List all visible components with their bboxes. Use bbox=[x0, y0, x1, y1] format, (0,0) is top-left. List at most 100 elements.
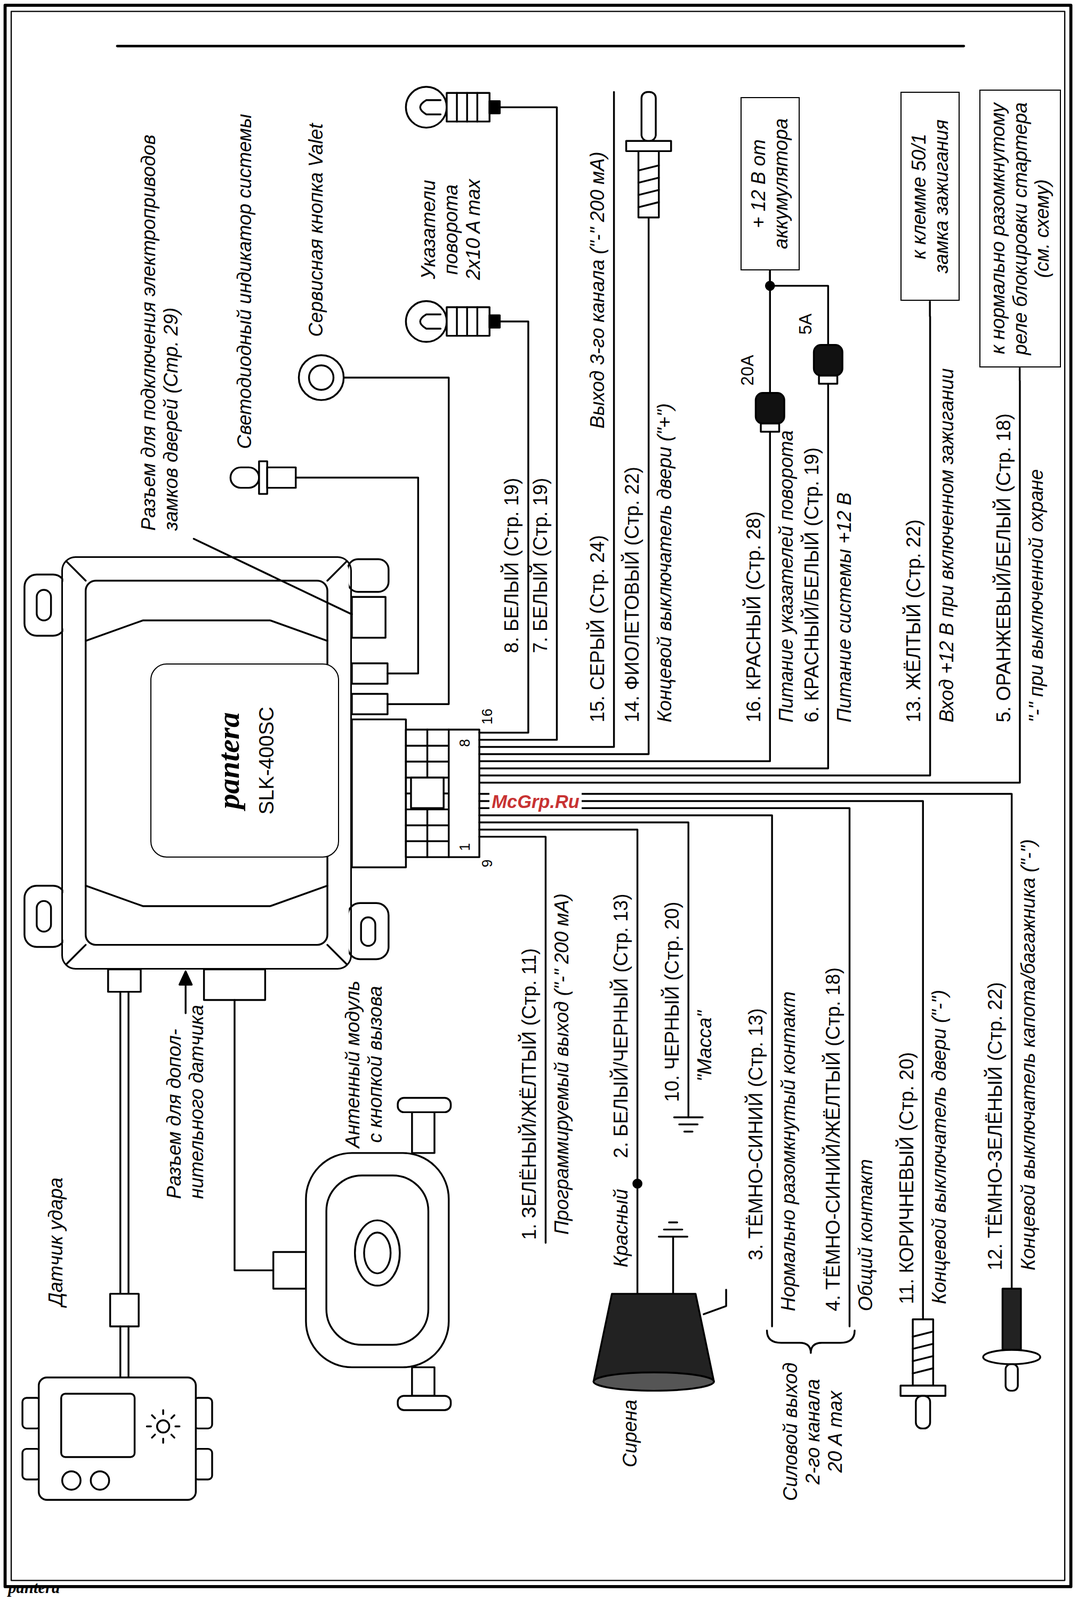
wire-label: 11. КОРИЧНЕВЫЙ (Стр. 20) bbox=[895, 1051, 919, 1304]
text-line: + 12 В от bbox=[747, 107, 770, 261]
text-line: аккумулятора bbox=[769, 107, 793, 261]
wire-label: 3. ТЁМНО-СИНИЙ (Стр. 13) bbox=[744, 1007, 768, 1260]
text-line: 20 А max bbox=[824, 1362, 847, 1501]
text-line: Разъем для допол- bbox=[163, 1004, 186, 1199]
alarm-unit: pantera SLK-400SC bbox=[61, 556, 352, 970]
text-line: (см. схему) bbox=[1031, 100, 1054, 358]
text-line: реле блокировки стартера bbox=[1009, 100, 1032, 358]
wire-function: Программируемый выход ("-" 200 мА) bbox=[550, 893, 574, 1235]
note-label: Разъем для подключения электроприводов з… bbox=[137, 134, 183, 531]
wire-label: 6. КРАСНЫЙ/БЕЛЫЙ (Стр. 19) bbox=[800, 447, 824, 723]
wire-path bbox=[351, 367, 1020, 783]
pin-number: 16 bbox=[479, 708, 496, 725]
box-text: к клемме 50/1 замка зажигания bbox=[907, 101, 953, 291]
ground-symbol bbox=[658, 1221, 688, 1237]
shock-sensor bbox=[22, 991, 213, 1500]
junction-dot bbox=[766, 281, 775, 290]
wire-function: "-" при выключенной охране bbox=[1025, 468, 1048, 722]
wire-connector bbox=[351, 270, 770, 761]
wire bbox=[672, 1236, 674, 1294]
brand-logo: pantera bbox=[211, 711, 246, 809]
wire-label: 12. ТЁМНО-ЗЕЛЁНЫЙ (Стр. 22) bbox=[984, 981, 1007, 1270]
main-connector bbox=[351, 719, 480, 867]
text-line: Разъем для подключения электроприводов bbox=[137, 134, 160, 531]
wire-function: Питание системы +12 В bbox=[833, 492, 856, 722]
valet-button bbox=[298, 355, 449, 704]
note-label: Силовой выход 2-го канала 20 А max bbox=[779, 1362, 847, 1501]
button-plug bbox=[351, 693, 388, 714]
wire bbox=[479, 836, 546, 1243]
wire-function: "Масса" bbox=[693, 1010, 717, 1082]
text-line: к нормально разомкнутому bbox=[986, 100, 1010, 358]
page-frame bbox=[5, 5, 1072, 1587]
wire-function: Концевой выключатель двери ("+") bbox=[653, 403, 677, 722]
text-line: к клемме 50/1 bbox=[907, 101, 931, 291]
wire-path bbox=[351, 270, 770, 761]
wire bbox=[479, 217, 649, 754]
leader-line bbox=[193, 538, 352, 615]
hood-switch bbox=[983, 1288, 1041, 1390]
box-text: + 12 В от аккумулятора bbox=[747, 107, 793, 261]
wire-label: 1. ЗЕЛЁНЫЙ/ЖЁЛТЫЙ (Стр. 11) bbox=[518, 947, 541, 1240]
junction-dot bbox=[633, 1179, 642, 1188]
wire-function: Питание указателей поворота bbox=[775, 430, 798, 723]
part-name: Датчик удара bbox=[44, 1177, 68, 1306]
pointer-arrow bbox=[179, 970, 192, 985]
terminal-box: + 12 В от аккумулятора bbox=[740, 97, 800, 271]
unit-housing bbox=[24, 559, 389, 965]
model-name: SLK-400SC bbox=[255, 706, 278, 815]
pin-number: 9 bbox=[479, 858, 496, 867]
sensor-plug bbox=[108, 969, 141, 992]
wire-label: 14. ФИОЛЕТОВЫЙ (Стр. 22) bbox=[621, 466, 644, 723]
wire-function: Концевой выключатель двери ("-") bbox=[928, 989, 951, 1304]
turn-bulb bbox=[405, 301, 500, 343]
door-switch bbox=[626, 91, 672, 217]
wire bbox=[479, 321, 529, 733]
wire bbox=[479, 91, 615, 747]
wire-label: 4. ТЁМНО-СИНИЙ/ЖЁЛТЫЙ (Стр. 18) bbox=[822, 967, 845, 1311]
led-indicator bbox=[230, 461, 418, 674]
wire bbox=[479, 800, 923, 1319]
watermark: McGrp.Ru bbox=[489, 791, 582, 813]
antenna-plug bbox=[204, 969, 266, 1000]
turn-bulb bbox=[405, 86, 500, 128]
wire-connector bbox=[351, 367, 1020, 783]
wire bbox=[479, 815, 772, 1326]
wire-function: Концевой выключатель капота/багажника ("… bbox=[1017, 838, 1040, 1270]
wire-label: 5. ОРАНЖЕВЫЙ/БЕЛЫЙ (Стр. 18) bbox=[992, 413, 1016, 722]
note-label: Разъем для допол- нительного датчика bbox=[163, 1004, 208, 1199]
fuse-rating: 20A bbox=[737, 354, 758, 386]
door-lock-connector bbox=[351, 596, 386, 638]
wire-label: 10. ЧЕРНЫЙ (Стр. 20) bbox=[661, 901, 684, 1102]
siren bbox=[593, 1289, 727, 1390]
wire-function: Общий контакт bbox=[854, 1158, 878, 1311]
pin-number: 1 bbox=[456, 842, 474, 851]
part-name: Антенный модуль с кнопкой вызова bbox=[341, 980, 387, 1148]
wire-color: Красный bbox=[609, 1188, 633, 1267]
text-line: замка зажигания bbox=[930, 101, 953, 291]
wire-label: 16. КРАСНЫЙ (Стр. 28) bbox=[742, 511, 766, 723]
terminal-box: к клемме 50/1 замка зажигания bbox=[900, 91, 960, 301]
brace bbox=[767, 1330, 856, 1353]
wire-function: Вход +12 В при включенном зажигании bbox=[935, 367, 959, 722]
text-line: поворота bbox=[439, 179, 463, 280]
text-line: Антенный модуль bbox=[341, 980, 365, 1148]
text-line: 2-го канала bbox=[801, 1362, 825, 1501]
fuse-rating: 5A bbox=[795, 313, 816, 335]
terminal-box: к нормально разомкнутому реле блокировки… bbox=[979, 89, 1061, 367]
text-line: Указатели bbox=[417, 179, 440, 280]
logo-text: pantera bbox=[7, 1578, 60, 1597]
wire bbox=[479, 807, 850, 1326]
text-line: с кнопкой вызова bbox=[364, 980, 387, 1148]
wire-function: Нормально разомкнутый контакт bbox=[777, 991, 800, 1311]
wire-label: 13. ЖЁЛТЫЙ (Стр. 22) bbox=[902, 519, 925, 723]
wire-label: 2. БЕЛЫЙ/ЧЕРНЫЙ (Стр. 13) bbox=[609, 893, 633, 1158]
wire-label: 7. БЕЛЫЙ (Стр. 19) bbox=[529, 477, 552, 654]
note-label: Указатели поворота 2x10 A max bbox=[417, 179, 485, 280]
text-line: 2x10 A max bbox=[462, 179, 485, 280]
fuse bbox=[814, 344, 843, 384]
box-text: к нормально разомкнутому реле блокировки… bbox=[986, 100, 1054, 358]
note-label: Сервисная кнопка Valet bbox=[304, 123, 328, 337]
wire-function: Выход 3-го канала ("-" 200 мА) bbox=[586, 151, 609, 429]
wire bbox=[479, 829, 638, 1293]
